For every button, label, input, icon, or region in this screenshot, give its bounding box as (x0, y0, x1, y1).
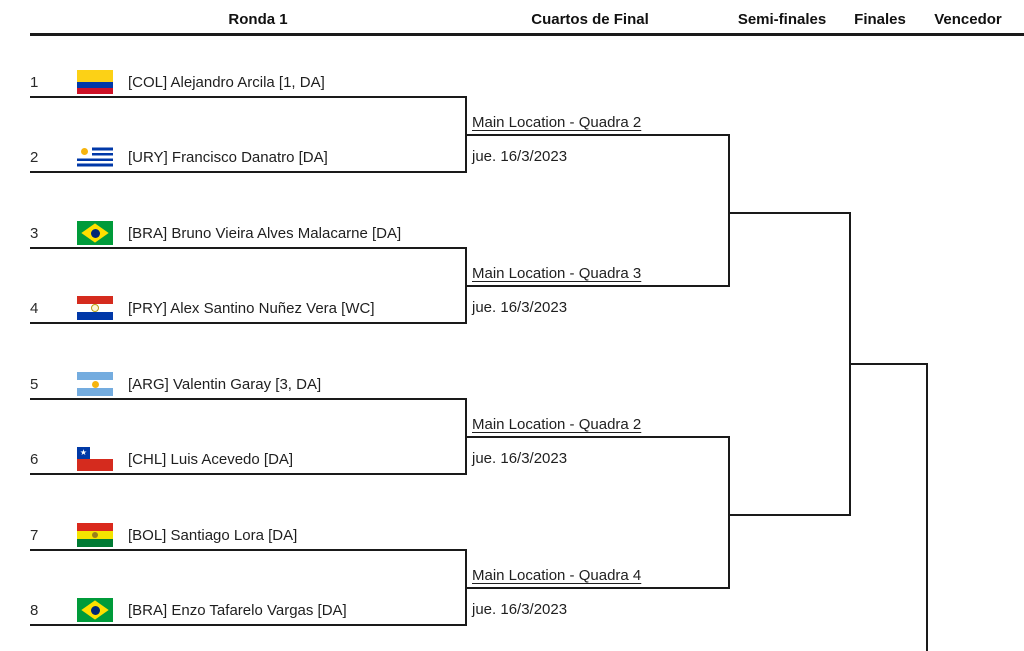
flag-pry-icon (77, 296, 113, 320)
match-location-link[interactable]: Main Location - Quadra 3 (472, 265, 642, 282)
seed-number: 8 (30, 601, 39, 619)
flag-chl-icon (77, 447, 113, 471)
column-header-semi-finales: Semi-finales (737, 11, 827, 28)
bracket-line-sf-2 (728, 514, 851, 516)
match-location-link[interactable]: Main Location - Quadra 2 (472, 416, 642, 433)
player-row-4: 4 [PRY] Alex Santino Nuñez Vera [WC] (30, 294, 467, 322)
player-row-2: 2 [URY] Francisco Danatro [DA] (30, 143, 467, 171)
bracket-line-player-6 (30, 473, 467, 475)
column-header-cuartos-de-final: Cuartos de Final (531, 11, 649, 28)
player-row-8: 8 [BRA] Enzo Tafarelo Vargas [DA] (30, 596, 467, 624)
player-name: [BRA] Bruno Vieira Alves Malacarne [DA] (128, 224, 402, 242)
column-header-finales: Finales (854, 11, 906, 28)
seed-number: 2 (30, 148, 39, 166)
bracket-line-player-2 (30, 171, 467, 173)
seed-number: 7 (30, 526, 39, 544)
bracket-line-final (849, 363, 928, 365)
bracket-connector-sf-1 (728, 134, 730, 287)
player-row-6: 6 [CHL] Luis Acevedo [DA] (30, 445, 467, 473)
bracket-line-qf-3 (465, 436, 730, 438)
column-header-ronda-1: Ronda 1 (228, 11, 288, 28)
match-date: jue. 16/3/2023 (472, 299, 568, 316)
bracket-line-player-7 (30, 549, 467, 551)
player-row-3: 3 [BRA] Bruno Vieira Alves Malacarne [DA… (30, 219, 467, 247)
bracket-line-qf-4 (465, 587, 730, 589)
match-date: jue. 16/3/2023 (472, 148, 568, 165)
seed-number: 1 (30, 73, 39, 91)
header-divider-line (30, 33, 1024, 36)
bracket-line-player-5 (30, 398, 467, 400)
seed-number: 5 (30, 375, 39, 393)
match-location-link[interactable]: Main Location - Quadra 2 (472, 114, 642, 131)
player-name: [PRY] Alex Santino Nuñez Vera [WC] (128, 299, 375, 317)
player-row-5: 5 [ARG] Valentin Garay [3, DA] (30, 370, 467, 398)
flag-bol-icon (77, 523, 113, 547)
column-header-vencedor: Vencedor (934, 11, 1002, 28)
flag-arg-icon (77, 372, 113, 396)
match-date: jue. 16/3/2023 (472, 601, 568, 618)
bracket-connector-winner (926, 363, 928, 651)
bracket-line-qf-1 (465, 134, 730, 136)
player-name: [BOL] Santiago Lora [DA] (128, 526, 298, 544)
flag-col-icon (77, 70, 113, 94)
seed-number: 6 (30, 450, 39, 468)
player-row-7: 7 [BOL] Santiago Lora [DA] (30, 521, 467, 549)
match-location-link[interactable]: Main Location - Quadra 4 (472, 567, 642, 584)
bracket-line-sf-1 (728, 212, 851, 214)
bracket-line-player-3 (30, 247, 467, 249)
player-name: [URY] Francisco Danatro [DA] (128, 148, 328, 166)
flag-bra-icon (77, 598, 113, 622)
bracket-line-qf-2 (465, 285, 730, 287)
bracket-line-player-8 (30, 624, 467, 626)
player-name: [ARG] Valentin Garay [3, DA] (128, 375, 322, 393)
seed-number: 3 (30, 224, 39, 242)
player-name: [BRA] Enzo Tafarelo Vargas [DA] (128, 601, 347, 619)
bracket-line-player-1 (30, 96, 467, 98)
match-date: jue. 16/3/2023 (472, 450, 568, 467)
bracket-line-player-4 (30, 322, 467, 324)
seed-number: 4 (30, 299, 39, 317)
player-name: [COL] Alejandro Arcila [1, DA] (128, 73, 325, 91)
flag-ury-icon (77, 145, 113, 169)
bracket-connector-sf-2 (728, 436, 730, 589)
player-row-1: 1 [COL] Alejandro Arcila [1, DA] (30, 68, 467, 96)
player-name: [CHL] Luis Acevedo [DA] (128, 450, 294, 468)
flag-bra-icon (77, 221, 113, 245)
